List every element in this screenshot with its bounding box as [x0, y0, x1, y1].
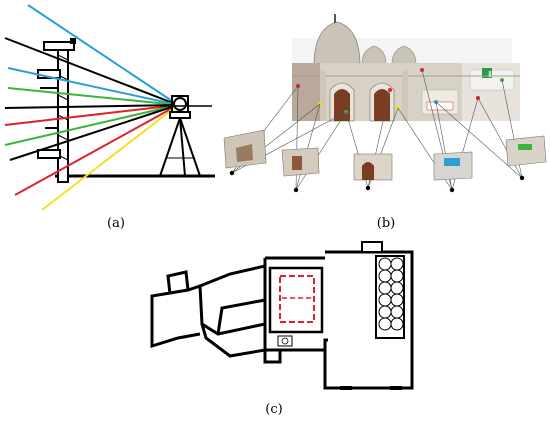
- panel-b-photogrammetry: Ⅱ: [222, 8, 550, 220]
- scanner-rays-svg: [4, 4, 215, 211]
- tripod-scanner: [159, 95, 212, 177]
- facade-sign-text: Ⅱ: [488, 70, 492, 79]
- plan-walls: [150, 250, 414, 390]
- ray-blue-1: [27, 4, 179, 106]
- building-wall-section: [37, 38, 76, 183]
- panel-c-floor-plan: [140, 238, 440, 398]
- caption-c: (c): [265, 402, 283, 417]
- ray-green-1: [7, 87, 179, 106]
- camera-frame-5: [505, 135, 547, 181]
- photogrammetry-svg: Ⅱ: [223, 14, 547, 193]
- ray-black-2: [4, 104, 179, 109]
- mosque-dome: [313, 14, 417, 67]
- caption-a: (a): [107, 216, 125, 231]
- ray-black-1: [4, 37, 179, 106]
- camera-frame-1: [223, 129, 267, 176]
- ray-yellow-1: [41, 104, 179, 211]
- ray-blue-2: [7, 67, 179, 106]
- camera-frames: [223, 129, 547, 193]
- plan-fixture: [277, 335, 293, 347]
- camera-frame-2: [281, 147, 320, 193]
- facade-photo: [292, 63, 520, 122]
- plan-columns: [375, 255, 405, 339]
- camera-frame-4: [433, 151, 473, 193]
- plan-red-dashed-area: [279, 275, 315, 323]
- floor-plan-svg: [150, 241, 414, 390]
- camera-frame-3: [353, 153, 393, 191]
- ray-red-1: [4, 104, 179, 126]
- caption-b: (b): [376, 216, 396, 231]
- ray-green-2: [4, 104, 179, 146]
- ray-black-3: [9, 104, 179, 161]
- plan-stair-block: [361, 241, 383, 253]
- ray-red-2: [14, 104, 179, 196]
- panel-a-scanner-diagram: [0, 0, 230, 215]
- scan-rays: [4, 4, 179, 211]
